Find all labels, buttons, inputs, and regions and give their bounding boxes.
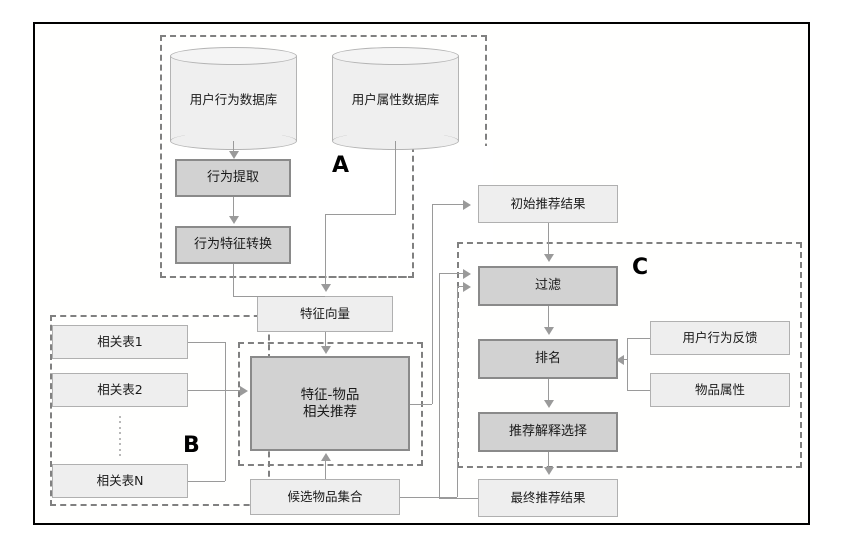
group-box-c <box>457 242 802 468</box>
connector-rec-right <box>410 404 432 405</box>
connector-candidate-up-to-filter <box>457 286 458 497</box>
connector-db-to-extract <box>233 141 234 153</box>
connector-feedback-into-filter <box>439 273 465 274</box>
group-label-b: B <box>183 433 200 458</box>
node-feature-vector[interactable]: 特征向量 <box>257 296 393 332</box>
node-feature-item-recommendation[interactable]: 特征-物品 相关推荐 <box>250 356 410 451</box>
connector-feedback-up <box>439 273 440 498</box>
group-a-notch-edge <box>160 146 414 278</box>
connector-fv-to-rec <box>325 332 326 348</box>
vertical-ellipsis <box>119 416 121 456</box>
connector-rec-to-initial <box>432 204 465 205</box>
db-user-attribute-label: 用户属性数据库 <box>351 92 440 107</box>
cylinder-body <box>170 56 297 141</box>
connector-attrdb-left <box>325 214 396 215</box>
node-behavior-feature-transform[interactable]: 行为特征转换 <box>175 226 291 264</box>
feature-item-rec-line1: 特征-物品 <box>300 386 360 403</box>
db-user-behavior[interactable]: 用户行为数据库 <box>170 47 297 150</box>
cylinder-top <box>170 47 297 65</box>
connector-rec-up <box>432 204 433 404</box>
connector-initial-to-filter <box>548 223 549 256</box>
connector-candidate-into-filter <box>457 286 465 287</box>
node-user-behavior-feedback[interactable]: 用户行为反馈 <box>650 321 790 355</box>
arrowhead-down <box>228 151 239 159</box>
node-rec-explain-select[interactable]: 推荐解释选择 <box>478 412 618 452</box>
connector-rt2-right <box>188 390 225 391</box>
connector-feedback-bottom <box>439 498 478 499</box>
arrowhead-down <box>320 284 331 292</box>
node-relation-table-n[interactable]: 相关表N <box>52 464 188 498</box>
node-candidate-item-set[interactable]: 候选物品集合 <box>250 479 400 515</box>
group-label-a: A <box>332 153 350 178</box>
connector-transform-down <box>233 264 234 296</box>
connector-explain-to-final <box>548 452 549 469</box>
node-behavior-extract[interactable]: 行为提取 <box>175 159 291 197</box>
connector-rt1-right <box>188 342 225 343</box>
arrowhead-right <box>463 268 471 279</box>
cylinder-body <box>332 56 459 141</box>
connector-merge-vertical <box>627 338 628 390</box>
arrowhead-right <box>463 281 471 292</box>
connector-feedback-left <box>627 338 650 339</box>
connector-bus-to-rec <box>225 390 242 391</box>
node-final-rec-result[interactable]: 最终推荐结果 <box>478 479 618 517</box>
arrowhead-up <box>320 453 331 461</box>
connector-ranking-to-explain <box>548 379 549 402</box>
node-filter[interactable]: 过滤 <box>478 266 618 306</box>
outer-frame: A B C 用户行为数据库 用户属性数据库 行为提取 行为特征转换 特征向量 相… <box>33 22 810 525</box>
node-relation-table-1[interactable]: 相关表1 <box>52 325 188 359</box>
arrowhead-down <box>543 467 554 475</box>
node-ranking[interactable]: 排名 <box>478 339 618 379</box>
arrowhead-down <box>228 216 239 224</box>
connector-itemattr-left <box>627 390 650 391</box>
arrowhead-down <box>543 327 554 335</box>
arrowhead-down <box>543 254 554 262</box>
arrowhead-down <box>543 400 554 408</box>
connector-rt-bus <box>225 342 226 481</box>
node-item-attribute[interactable]: 物品属性 <box>650 373 790 407</box>
arrowhead-right <box>463 199 471 210</box>
db-user-attribute[interactable]: 用户属性数据库 <box>332 47 459 150</box>
connector-candidate-up <box>325 461 326 479</box>
arrowhead-down <box>320 346 331 354</box>
cylinder-top <box>332 47 459 65</box>
arrowhead-left <box>616 354 624 365</box>
group-label-c: C <box>632 255 649 280</box>
node-initial-rec-result[interactable]: 初始推荐结果 <box>478 185 618 223</box>
db-user-behavior-label: 用户行为数据库 <box>189 92 278 107</box>
connector-attrdb-down <box>395 141 396 214</box>
feature-item-rec-line2: 相关推荐 <box>303 403 357 420</box>
connector-transform-right <box>233 296 325 297</box>
connector-attrdb-into-fv <box>325 214 326 286</box>
node-relation-table-2[interactable]: 相关表2 <box>52 373 188 407</box>
connector-candidate-right <box>400 497 457 498</box>
connector-rtn-right <box>188 481 225 482</box>
arrowhead-right <box>240 385 248 396</box>
connector-extract-to-transform <box>233 197 234 218</box>
connector-filter-to-ranking <box>548 306 549 329</box>
